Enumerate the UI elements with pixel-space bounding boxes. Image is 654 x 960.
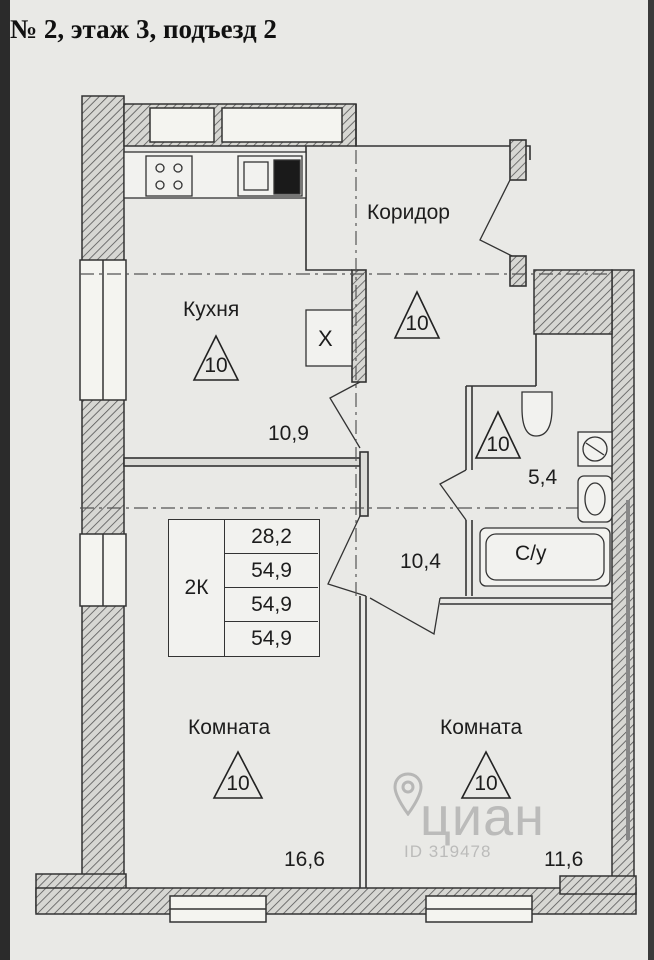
wall-shaft [533, 269, 613, 335]
toilet-icon [521, 391, 553, 437]
area-room1: 16,6 [284, 848, 325, 871]
stove [145, 155, 193, 197]
windows [79, 107, 533, 923]
room-name-kitchen: Кухня [183, 298, 240, 321]
plan-header: № 2, этаж 3, подъезд 2 [10, 14, 277, 44]
watermark-id: ID 319478 [404, 842, 492, 861]
room-name-bathroom: С/у [515, 542, 547, 565]
level-triangle-room1 [212, 750, 264, 799]
burner-icon [155, 180, 165, 190]
area-kitchen: 10,9 [268, 422, 309, 445]
level-corridor: 10 [405, 312, 429, 335]
level-triangle-room2 [460, 750, 512, 799]
summary-living-area: 28,2 [225, 520, 318, 554]
window-top-1 [149, 107, 215, 143]
level-room1: 10 [226, 772, 250, 795]
room-name-corridor: Коридор [367, 201, 450, 224]
level-room2: 10 [474, 772, 498, 795]
scrollbar-track[interactable] [626, 500, 630, 840]
wall-right-foot [559, 875, 637, 895]
frame-right [648, 0, 654, 960]
area-room2: 11,6 [544, 848, 584, 871]
location-pin-icon [393, 772, 423, 816]
area-bathroom: 5,4 [528, 466, 558, 489]
kitchen-x-mark: X [318, 326, 333, 351]
summary-total-area: 54,9 [225, 554, 318, 588]
level-bathroom: 10 [486, 433, 510, 456]
outer-walls [35, 95, 637, 915]
kitchen-equipment [123, 151, 353, 367]
room-name-room1: Комната [188, 716, 271, 739]
section-lines [80, 150, 612, 600]
burner-icon [173, 163, 183, 173]
wall-right [611, 269, 635, 895]
level-triangle-bathroom [474, 410, 522, 459]
watermark-brand: циан [420, 787, 545, 847]
level-kitchen: 10 [204, 354, 228, 377]
level-triangle-corridor [393, 290, 441, 339]
level-triangle-kitchen [192, 334, 240, 381]
burner-icon [173, 180, 183, 190]
kitchen-column [305, 309, 353, 367]
summary-area-3: 54,9 [225, 588, 318, 622]
door-swings [327, 179, 513, 636]
area-corridor: 10,4 [400, 550, 441, 573]
window-top-2 [221, 107, 343, 143]
bathroom-equipment [479, 391, 613, 587]
area-summary-table: 2К 28,2 54,9 54,9 54,9 [168, 519, 320, 657]
level-triangles [192, 290, 522, 799]
frame-left [0, 0, 10, 960]
burner-icon [155, 163, 165, 173]
wall-bottom [35, 887, 637, 915]
wall-left [81, 95, 125, 887]
summary-area-4: 54,9 [251, 627, 292, 650]
apartment-type: 2К [169, 520, 225, 656]
room-name-room2: Комната [440, 716, 523, 739]
